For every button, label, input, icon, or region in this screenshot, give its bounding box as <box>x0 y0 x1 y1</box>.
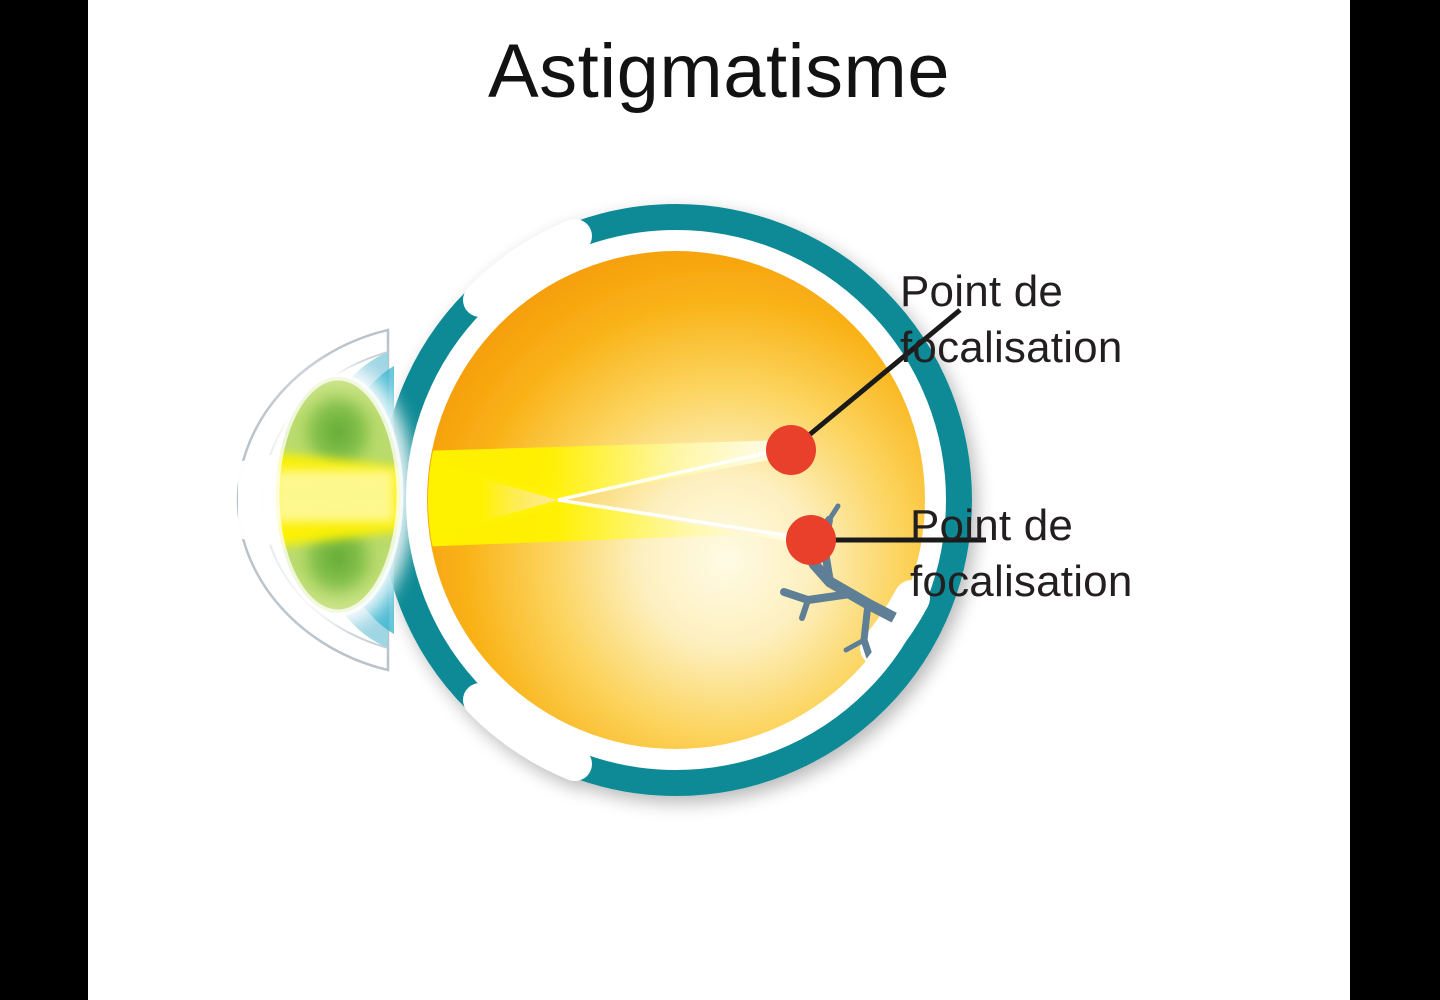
ray-lower <box>428 500 812 548</box>
page-title: Astigmatisme <box>487 29 951 114</box>
focal-point-lower <box>786 515 836 565</box>
sclera-gap-optic-disc <box>860 580 930 666</box>
ray-lower-core <box>557 498 811 541</box>
light-rays <box>428 440 812 548</box>
eye-diagram <box>236 204 986 796</box>
vessel-branch-left-twig <box>799 597 811 621</box>
ray-upper-core <box>557 446 789 502</box>
sclera-gap-bottom <box>463 683 592 781</box>
focal-point-upper <box>766 425 816 475</box>
slide-canvas: Astigmatisme <box>88 0 1350 1000</box>
vitreous-body <box>427 251 925 749</box>
leader-line-upper <box>789 308 962 452</box>
iris-lobe-upper <box>294 384 382 480</box>
lens-group <box>262 363 414 627</box>
focal-point-upper-label: Point de focalisation <box>900 267 1123 373</box>
letterbox-left <box>0 0 88 1000</box>
vessel-branch-down-twig <box>843 637 867 653</box>
lens-light-core <box>276 470 394 522</box>
ray-beam-entry <box>428 452 558 548</box>
sclera-gap-top <box>463 219 592 317</box>
eyeball-group <box>380 204 972 796</box>
lens-rim <box>272 373 404 617</box>
letterbox-right <box>1350 0 1440 1000</box>
retina <box>406 230 946 770</box>
focal-point-lower-label: Point de focalisation <box>910 501 1133 607</box>
ray-upper <box>428 440 790 500</box>
vessel-branch-up-twig2 <box>826 503 841 523</box>
